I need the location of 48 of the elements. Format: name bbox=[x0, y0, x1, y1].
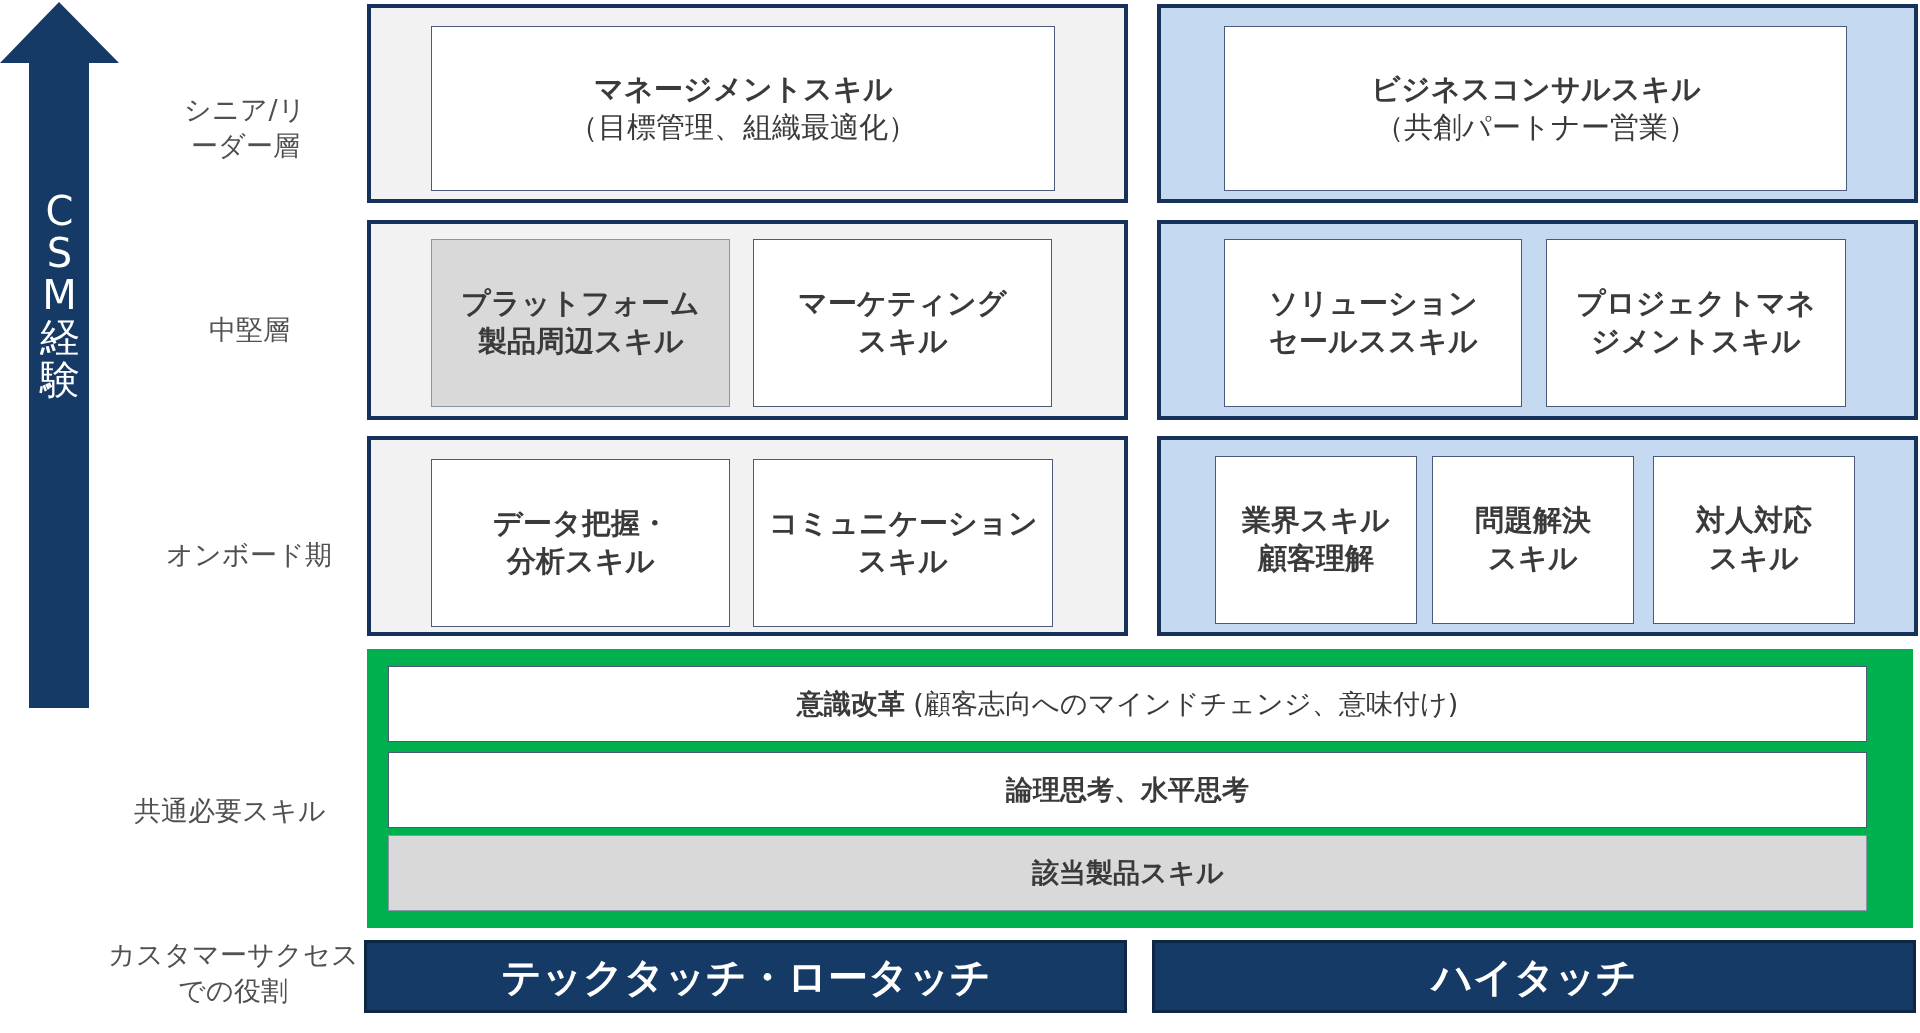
skill-box bbox=[431, 26, 1055, 191]
skill-title: データ把握・分析スキル bbox=[491, 505, 670, 580]
skill-box bbox=[1653, 456, 1855, 624]
row-label: オンボード期 bbox=[166, 537, 332, 572]
panel bbox=[367, 4, 1128, 203]
panel bbox=[1157, 436, 1918, 636]
skill-note: （共創パートナー営業） bbox=[1374, 108, 1697, 146]
skill-title: 業界スキル顧客理解 bbox=[1241, 502, 1391, 577]
skill-box bbox=[1546, 239, 1846, 407]
skill-title: プロジェクトマネジメントスキル bbox=[1575, 285, 1817, 360]
skill-title: プラットフォーム製品周辺スキル bbox=[460, 285, 701, 360]
axis-label: CSM経験 bbox=[38, 190, 81, 400]
skill-title: マーケティングスキル bbox=[797, 285, 1008, 360]
skill-box bbox=[388, 666, 1867, 742]
skill-title: マネージメントスキル bbox=[593, 70, 893, 108]
skill-title: ビジネスコンサルスキル bbox=[1370, 70, 1701, 108]
row-label: シニア/リーダー層 bbox=[183, 92, 307, 163]
panel bbox=[367, 436, 1128, 636]
skill-title: テックタッチ・ロータッチ bbox=[500, 952, 991, 1002]
skill-box bbox=[431, 459, 730, 627]
skill-box bbox=[1432, 456, 1634, 624]
role-bar bbox=[364, 940, 1127, 1013]
skill-box bbox=[753, 239, 1052, 407]
skill-box bbox=[388, 752, 1867, 828]
row-label: 共通必要スキル bbox=[134, 793, 326, 828]
skill-title: ハイタッチ bbox=[1431, 952, 1637, 1002]
skill-title: 問題解決スキル bbox=[1474, 502, 1592, 577]
skill-box bbox=[753, 459, 1053, 627]
row-label: 中堅層 bbox=[208, 312, 290, 347]
skill-title: ソリューションセールススキル bbox=[1267, 285, 1479, 360]
skill-title: 論理思考、水平思考 bbox=[1006, 773, 1249, 808]
skill-box bbox=[431, 239, 730, 407]
skill-note: （目標管理、組織最適化） bbox=[569, 108, 917, 146]
skill-title: 該当製品スキル bbox=[1031, 856, 1224, 891]
panel bbox=[367, 649, 1913, 928]
skill-title: 意識改革 (顧客志向へのマインドチェンジ、意味付け) bbox=[796, 687, 1459, 722]
skill-box bbox=[1215, 456, 1417, 624]
skill-title: 対人対応スキル bbox=[1694, 502, 1813, 577]
skill-box bbox=[1224, 239, 1522, 407]
panel bbox=[1157, 220, 1918, 420]
arrow bbox=[0, 2, 119, 708]
panel bbox=[1157, 4, 1918, 203]
row-label: カスタマーサクセスでの役割 bbox=[107, 937, 359, 1008]
skill-box bbox=[1224, 26, 1847, 191]
role-bar bbox=[1152, 940, 1916, 1013]
skill-title: コミュニケーションスキル bbox=[768, 505, 1038, 580]
skill-box bbox=[388, 835, 1867, 911]
panel bbox=[367, 220, 1128, 420]
